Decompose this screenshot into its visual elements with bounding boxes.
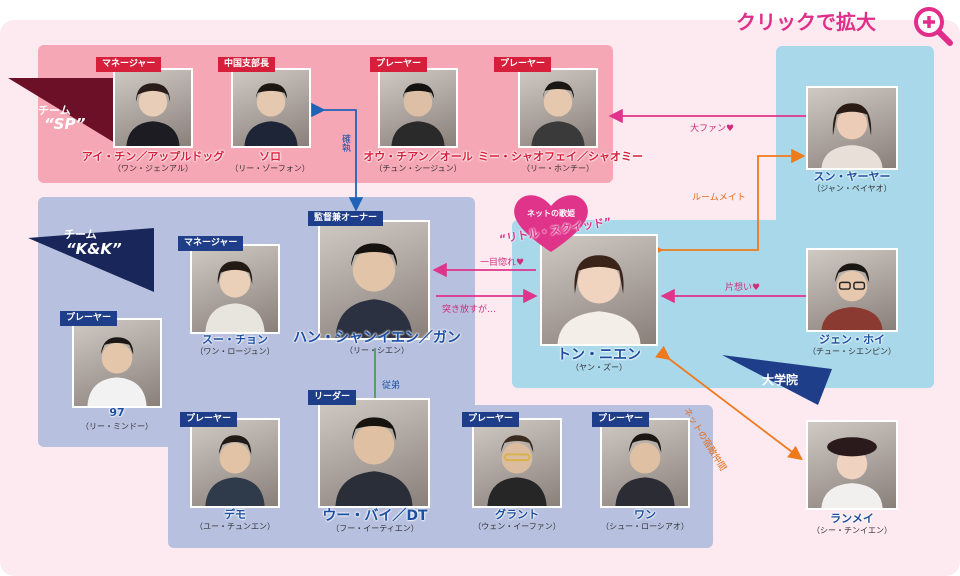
actor-grant: （ウェン・イーファン） (473, 522, 561, 531)
name-ran-mei: ランメイ (830, 512, 874, 525)
portrait-sun-yaya[interactable] (806, 86, 898, 170)
team-sp-label-2: “SP” (44, 115, 86, 133)
click-to-zoom-link[interactable]: クリックで拡大 (736, 6, 876, 35)
zoom-in-icon[interactable] (912, 5, 954, 47)
portrait-97[interactable] (72, 318, 162, 408)
name-su-chon: スー・チョン (202, 333, 268, 346)
name-97: 97 (109, 406, 125, 419)
heart-badge-icon (514, 195, 588, 252)
actor-demo: （ユー・チュンエン） (195, 522, 275, 531)
name-grant: グラント (495, 508, 539, 521)
team-kk-label-2: “K&K” (66, 240, 122, 258)
name-solo: ソロ (259, 150, 281, 163)
name-ton-nien: トン・ニエン (557, 347, 641, 363)
role-tag-demo: プレーヤー (180, 412, 238, 427)
click-zoom-label: クリックで拡大 (736, 10, 876, 34)
portrait-ou-chan[interactable] (378, 68, 458, 148)
portrait-wan[interactable] (600, 418, 690, 508)
actor-ton-nien: （ヤン・ズー） (571, 363, 627, 372)
relation-roommate: ルームメイト (692, 193, 746, 203)
team-sp-label-1: チーム (38, 104, 71, 117)
role-tag-wu-bai: リーダー (308, 390, 357, 405)
name-sun-yaya: スン・ヤーヤー (813, 170, 891, 183)
portrait-ai-chin[interactable] (113, 68, 193, 148)
relation-hitomebore: 一目惚れ♥ (480, 258, 525, 268)
actor-ran-mei: （シー・チンイエン） (812, 526, 892, 535)
role-tag-su-chon: マネージャー (178, 236, 244, 251)
actor-jeng-hoi: （チュー・シエンピン） (808, 347, 896, 356)
name-ai-chin: アイ・チン／アップルドッグ (81, 150, 225, 163)
portrait-wu-bai[interactable] (318, 398, 430, 508)
name-wu-bai: ウー・バイ／DT (322, 508, 428, 524)
university-label: 大学院 (762, 373, 799, 387)
name-han: ハン・シャンイエン／ガン (293, 330, 461, 346)
role-tag-ai-chin: マネージャー (96, 57, 162, 72)
team-sp-pennant (8, 78, 120, 146)
portrait-su-chon[interactable] (190, 244, 280, 334)
name-ou-chan: オウ・チアン／オール (363, 150, 473, 163)
relation-kataomoi: 片想い♥ (725, 283, 761, 293)
name-jeng-hoi: ジェン・ホイ (819, 333, 885, 346)
actor-wu-bai: （フー・イーティエン） (331, 524, 419, 533)
actor-ou-chan: （チュン・シージュン） (374, 164, 462, 173)
role-tag-han: 監督兼オーナー (308, 211, 384, 226)
team-kk-label-1: チーム (64, 228, 97, 241)
role-tag-wan: プレーヤー (592, 412, 650, 427)
portrait-han[interactable] (318, 220, 430, 340)
relation-daifan: 大ファン♥ (690, 124, 735, 134)
actor-mi-shao: （リー・ホンチー） (522, 164, 594, 173)
actor-wan: （シュー・ローシアオ） (601, 522, 689, 531)
actor-97: （リー・ミンドー） (81, 422, 153, 431)
portrait-ran-mei[interactable] (806, 420, 898, 510)
relation-tsukihanasu: 突き放すが… (442, 305, 497, 315)
role-tag-solo: 中国支部長 (218, 57, 276, 72)
role-tag-mi-shao: プレーヤー (494, 57, 552, 72)
ton-badge-line1: ネットの歌姫 (527, 209, 575, 218)
name-mi-shao: ミー・シャオフェイ／シャオミー (478, 150, 643, 163)
actor-solo: （リー・ゾーフォン） (230, 164, 310, 173)
relation-kakunin: 確執 (340, 134, 350, 152)
name-demo: デモ (224, 508, 246, 521)
actor-ai-chin: （ワン・ジェンアル） (113, 164, 193, 173)
portrait-grant[interactable] (472, 418, 562, 508)
role-tag-97: プレーヤー (60, 311, 118, 326)
team-kk-pennant (28, 228, 154, 292)
portrait-mi-shao[interactable] (518, 68, 598, 148)
portrait-ton-nien[interactable] (540, 234, 658, 346)
role-tag-grant: プレーヤー (462, 412, 520, 427)
actor-han: （リー・シエン） (345, 346, 409, 355)
portrait-jeng-hoi[interactable] (806, 248, 898, 332)
actor-su-chon: （ワン・ロージュン） (195, 347, 275, 356)
relation-juutei: 従弟 (382, 381, 401, 391)
name-wan: ワン (634, 508, 656, 521)
actor-sun-yaya: （ジャン・ペイヤオ） (812, 184, 892, 193)
role-tag-ou-chan: プレーヤー (370, 57, 428, 72)
portrait-solo[interactable] (231, 68, 311, 148)
portrait-demo[interactable] (190, 418, 280, 508)
